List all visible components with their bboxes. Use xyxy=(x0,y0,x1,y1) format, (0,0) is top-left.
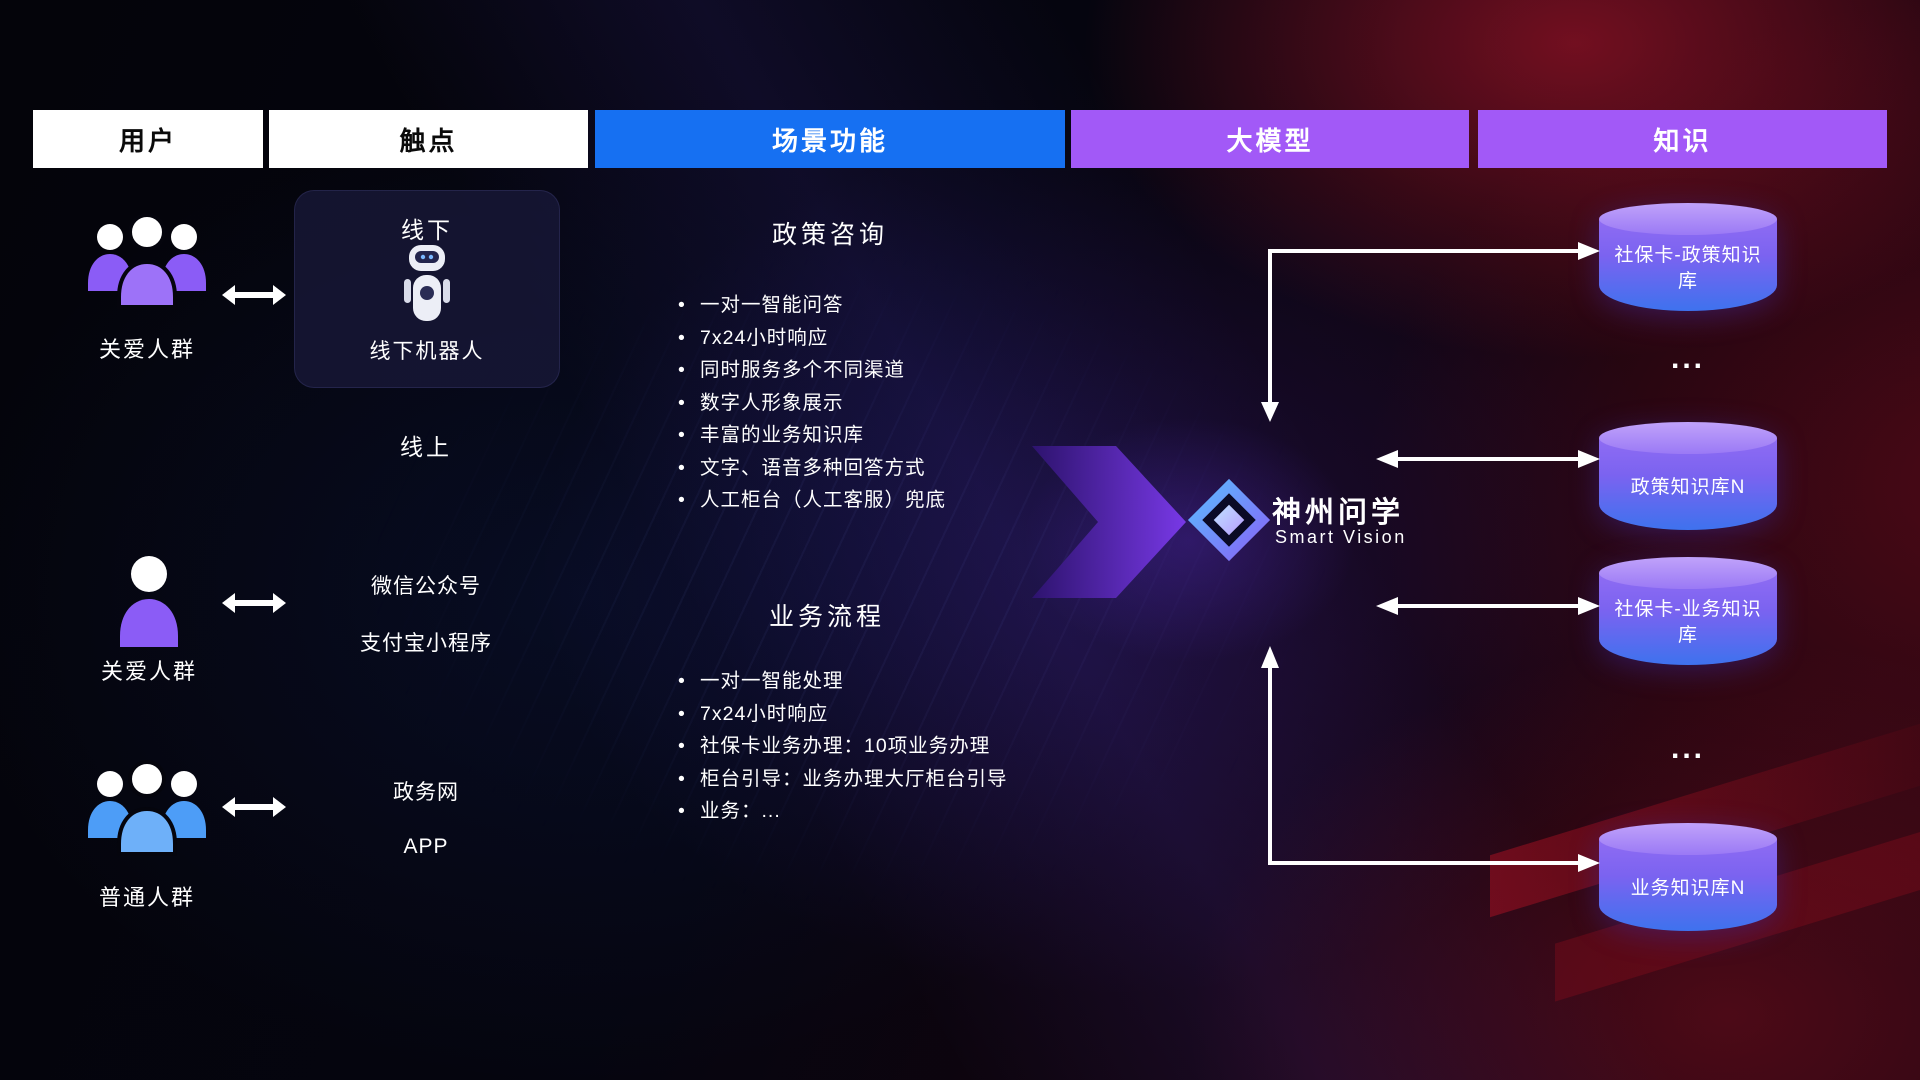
knowledge-ellipsis: ... xyxy=(1670,342,1705,375)
knowledge-db-label: 业务知识库N xyxy=(1630,878,1746,900)
list-item: 柜台引导：业务办理大厅柜台引导 xyxy=(676,763,1008,796)
scenario-title-policy: 政策咨询 xyxy=(771,221,888,249)
list-item: 人工柜台（人工客服）兜底 xyxy=(676,484,946,517)
knowledge-db-card: 社保卡-政策知识库 xyxy=(1599,203,1777,311)
column-header-touchpoints-label: 触点 xyxy=(399,125,458,156)
list-item: 一对一智能问答 xyxy=(676,289,946,322)
list-item: 社保卡业务办理：10项业务办理 xyxy=(676,730,1008,763)
column-header-scenarios: 场景功能 xyxy=(595,110,1065,168)
list-item: 丰富的业务知识库 xyxy=(676,419,946,452)
knowledge-db-label: 社保卡-业务知识库 xyxy=(1614,599,1762,646)
touchpoint-alipay: 支付宝小程序 xyxy=(360,632,492,655)
policy-feature-list: 一对一智能问答 7x24小时响应 同时服务多个不同渠道 数字人形象展示 丰富的业… xyxy=(676,289,946,517)
offline-touchpoint-card: 线下 线下机器人 xyxy=(294,190,560,388)
user-group-label: 关爱人群 xyxy=(100,659,197,684)
model-subtitle: Smart Vision xyxy=(1275,527,1407,547)
robot-icon xyxy=(399,243,455,327)
database-cylinder-icon xyxy=(1599,823,1777,855)
touchpoint-gov-web: 政务网 xyxy=(393,781,459,804)
group-people-icon xyxy=(80,752,214,864)
list-item: 一对一智能处理 xyxy=(676,665,1008,698)
model-name: 神州问学 xyxy=(1272,497,1405,529)
scenario-title-business: 业务流程 xyxy=(768,603,885,631)
list-item: 文字、语音多种回答方式 xyxy=(676,452,946,485)
bidirectional-arrow-icon xyxy=(222,285,286,305)
group-people-icon xyxy=(80,205,214,317)
offline-title: 线下 xyxy=(401,217,453,243)
column-header-users-label: 用户 xyxy=(118,125,177,156)
knowledge-db-label: 政策知识库N xyxy=(1630,477,1746,499)
database-cylinder-body: 社保卡-政策知识库 xyxy=(1599,219,1777,311)
touchpoint-app: APP xyxy=(403,835,449,858)
bidirectional-arrow-icon xyxy=(222,797,286,817)
knowledge-ellipsis: ... xyxy=(1670,732,1705,765)
database-cylinder-icon xyxy=(1599,557,1777,589)
column-header-model-label: 大模型 xyxy=(1226,125,1314,156)
list-item: 数字人形象展示 xyxy=(676,387,946,420)
column-header-users: 用户 xyxy=(33,110,263,168)
database-cylinder-icon xyxy=(1599,203,1777,235)
database-cylinder-icon xyxy=(1599,422,1777,454)
column-header-knowledge-label: 知识 xyxy=(1653,125,1712,156)
single-person-icon xyxy=(112,551,186,649)
user-group-label: 关爱人群 xyxy=(98,337,195,362)
list-item: 同时服务多个不同渠道 xyxy=(676,354,946,387)
business-feature-list: 一对一智能处理 7x24小时响应 社保卡业务办理：10项业务办理 柜台引导：业务… xyxy=(676,665,1008,828)
column-header-scenarios-label: 场景功能 xyxy=(771,125,888,156)
offline-robot-label: 线下机器人 xyxy=(369,340,485,363)
smart-vision-logo-icon xyxy=(1186,477,1272,563)
user-group-label: 普通人群 xyxy=(98,885,195,910)
column-header-knowledge: 知识 xyxy=(1478,110,1887,168)
online-title: 线上 xyxy=(400,434,452,460)
list-item: 业务：... xyxy=(676,795,1008,828)
bidirectional-arrow-icon xyxy=(222,593,286,613)
column-header-touchpoints: 触点 xyxy=(269,110,588,168)
knowledge-db-card: 政策知识库N xyxy=(1599,422,1777,530)
touchpoint-wechat: 微信公众号 xyxy=(371,575,481,598)
list-item: 7x24小时响应 xyxy=(676,698,1008,731)
list-item: 7x24小时响应 xyxy=(676,322,946,355)
knowledge-db-label: 社保卡-政策知识库 xyxy=(1614,245,1762,292)
column-header-model: 大模型 xyxy=(1071,110,1469,168)
knowledge-db-card: 业务知识库N xyxy=(1599,823,1777,931)
knowledge-db-card: 社保卡-业务知识库 xyxy=(1599,557,1777,665)
